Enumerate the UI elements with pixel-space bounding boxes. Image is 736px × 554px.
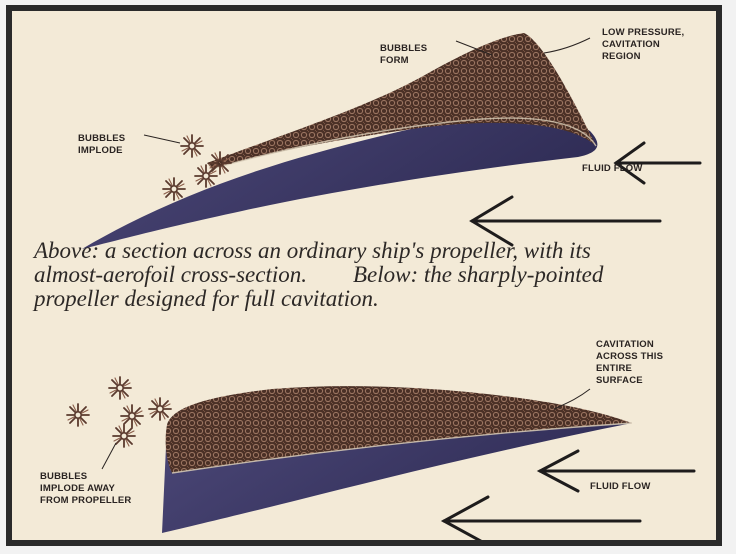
caption-line-3: propeller designed for full cavitation. [34, 287, 722, 311]
label-bottom-fluid-flow: FLUID FLOW [590, 481, 651, 492]
label-bubbles-implode-away-1: BUBBLES [40, 471, 87, 482]
label-bubbles-implode-away-2: IMPLODE AWAY [40, 483, 116, 494]
caption-line-2: almost-aerofoil cross-section. Below: th… [34, 263, 722, 287]
label-low-pressure-2: CAVITATION [602, 39, 660, 50]
label-cavitation-surface-2: ACROSS THIS [596, 351, 663, 362]
label-cavitation-surface-4: SURFACE [596, 375, 643, 386]
label-cavitation-surface-1: CAVITATION [596, 339, 654, 350]
leader-bubbles-implode-away [102, 443, 116, 469]
label-bubbles-implode-away-3: FROM PROPELLER [40, 495, 131, 506]
figure-caption: Above: a section across an ordinary ship… [34, 239, 722, 311]
label-bubbles-form-2: FORM [380, 55, 409, 66]
leader-bubbles-implode [144, 135, 180, 143]
label-bubbles-implode-1: BUBBLES [78, 133, 125, 144]
label-top-fluid-flow: FLUID FLOW [582, 163, 643, 174]
label-cavitation-surface-3: ENTIRE [596, 363, 632, 374]
top-propeller-section: BUBBLES FORM LOW PRESSURE, CAVITATION RE… [78, 27, 700, 249]
leader-cavitation-surface [554, 389, 590, 409]
bottom-large-flow-arrow [444, 497, 640, 540]
illustration-frame: BUBBLES FORM LOW PRESSURE, CAVITATION RE… [6, 5, 722, 546]
label-bubbles-form-1: BUBBLES [380, 43, 427, 54]
leader-low-pressure [544, 38, 590, 53]
label-low-pressure-1: LOW PRESSURE, [602, 27, 684, 38]
label-low-pressure-3: REGION [602, 51, 641, 62]
bottom-propeller-section: CAVITATION ACROSS THIS ENTIRE SURFACE BU… [40, 339, 694, 540]
bottom-imploding-bubbles [67, 377, 171, 447]
label-bubbles-implode-2: IMPLODE [78, 145, 123, 156]
caption-line-1: Above: a section across an ordinary ship… [34, 239, 722, 263]
